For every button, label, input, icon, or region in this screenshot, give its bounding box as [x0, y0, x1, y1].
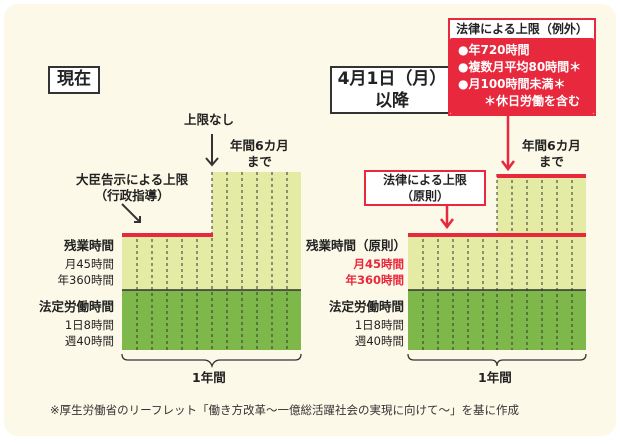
right-year-brace	[407, 353, 587, 367]
exception-title: 法律による上限（例外）	[456, 22, 588, 36]
exception-list: ●年720時間 ●複数月平均80時間＊ ●月100時間未満＊ ＊休日労働を含む	[450, 38, 594, 114]
left-chart	[121, 134, 302, 369]
right-overtime-year: 年360時間	[345, 273, 404, 287]
exception-callout: 法律による上限（例外） ●年720時間 ●複数月平均80時間＊ ●月100時間未…	[448, 18, 596, 116]
left-no-limit-label: 上限なし	[184, 112, 235, 127]
source-footnote: ※厚生労働省のリーフレット「働き方改革〜一億総活躍社会の実現に向けて〜」を基に作…	[50, 403, 519, 417]
right-overtime-month: 月45時間	[353, 257, 404, 271]
left-overtime-year: 年360時間	[57, 273, 114, 287]
exception-footnote: ＊休日労働を含む	[484, 94, 581, 108]
right-month-dividers	[422, 174, 573, 350]
left-limit-line	[122, 233, 213, 237]
left-month-dividers	[136, 172, 288, 350]
principle-callout: 法律による上限 （原則）	[364, 170, 486, 206]
left-legal-title: 法定労働時間	[38, 299, 114, 314]
left-axis-label: 1年間	[192, 370, 226, 385]
right-exception-limit-line	[497, 174, 586, 178]
right-period-label: 4月1日（月） 以降	[330, 66, 454, 114]
exception-item: ●月100時間未満＊	[458, 77, 566, 91]
page: 現在 上限なし 年間6カ月 まで 大臣告示による上限 （行政指導） 残業時間 月…	[4, 4, 616, 436]
right-overtime-title: 残業時間（原則）	[305, 238, 406, 253]
exception-item: ●複数月平均80時間＊	[458, 60, 582, 74]
left-overtime-month: 月45時間	[64, 257, 114, 271]
left-legal-week: 週40時間	[64, 334, 114, 348]
right-chart	[407, 112, 587, 367]
right-overtime-block	[408, 233, 498, 290]
diagram-graphics	[121, 112, 587, 369]
left-overtime-block	[122, 233, 213, 290]
left-minister-notice-label: 大臣告示による上限 （行政指導）	[76, 172, 189, 203]
exception-item: ●年720時間	[458, 43, 530, 57]
right-legal-day: 1日8時間	[354, 318, 404, 332]
left-legal-day: 1日8時間	[64, 318, 114, 332]
left-period-label: 現在	[48, 66, 100, 94]
left-extended-block	[212, 172, 301, 290]
right-axis-label: 1年間	[478, 370, 512, 385]
right-principle-limit-line	[408, 233, 586, 237]
left-six-months-label: 年間6カ月 まで	[230, 138, 289, 169]
right-legal-week: 週40時間	[354, 334, 404, 348]
right-six-months-label: 年間6カ月 まで	[522, 138, 581, 169]
left-year-brace	[121, 353, 302, 369]
right-legal-title: 法定労働時間	[328, 299, 404, 314]
left-overtime-title: 残業時間	[63, 238, 114, 253]
